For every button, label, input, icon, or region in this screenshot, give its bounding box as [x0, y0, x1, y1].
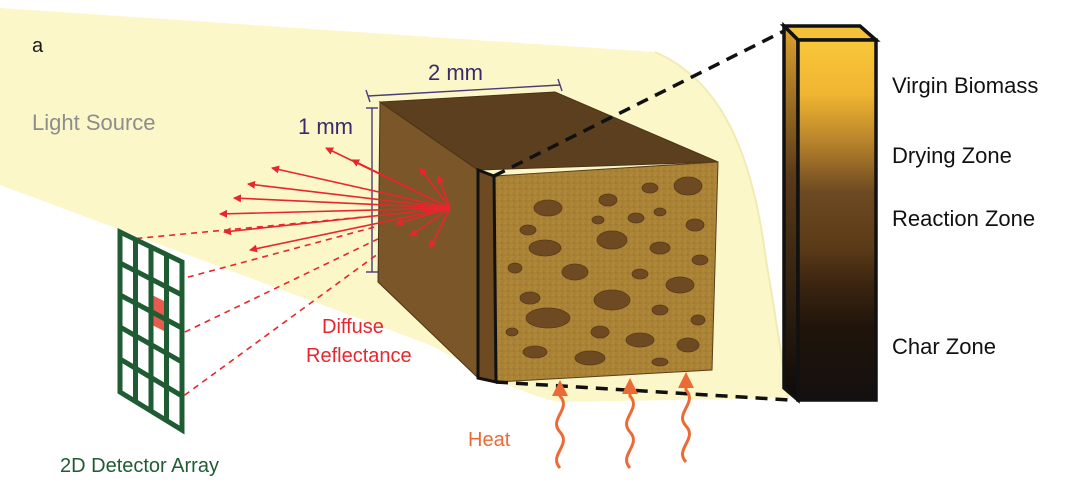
panel-letter: a: [32, 35, 44, 57]
heat-arrow-2: [622, 378, 638, 470]
zone-labels: Virgin Biomass Drying Zone Reaction Zone…: [892, 73, 1038, 359]
light-source-label: Light Source: [32, 110, 156, 135]
detector-array: [117, 228, 185, 435]
heat-arrow-1: [552, 380, 568, 470]
zone-panel: [779, 21, 881, 404]
detector-label: 2D Detector Array: [60, 455, 219, 477]
heat-arrows: [552, 372, 694, 470]
zone-label-reaction: Reaction Zone: [892, 206, 1035, 231]
heat-arrow-3: [678, 372, 694, 464]
reflectance-rays: [219, 147, 451, 253]
block-slice: [476, 167, 498, 384]
diffuse-label-line1: Diffuse: [322, 316, 384, 338]
block-pores: [505, 176, 709, 367]
height-dimension-label: 1 mm: [298, 114, 353, 139]
zone-label-char: Char Zone: [892, 334, 996, 359]
zone-panel-front: [796, 38, 878, 402]
zone-panel-side: [782, 21, 800, 404]
heat-label: Heat: [468, 429, 511, 451]
zone-label-drying: Drying Zone: [892, 143, 1012, 168]
projection-lines: [493, 26, 791, 402]
diffuse-label-line2: Reflectance: [306, 345, 412, 367]
width-dimension-label: 2 mm: [428, 60, 483, 85]
detector-rays: [119, 209, 439, 401]
zone-label-virgin-biomass: Virgin Biomass: [892, 73, 1038, 98]
dimension-width: [365, 78, 563, 103]
light-beam-edge: [654, 51, 789, 399]
